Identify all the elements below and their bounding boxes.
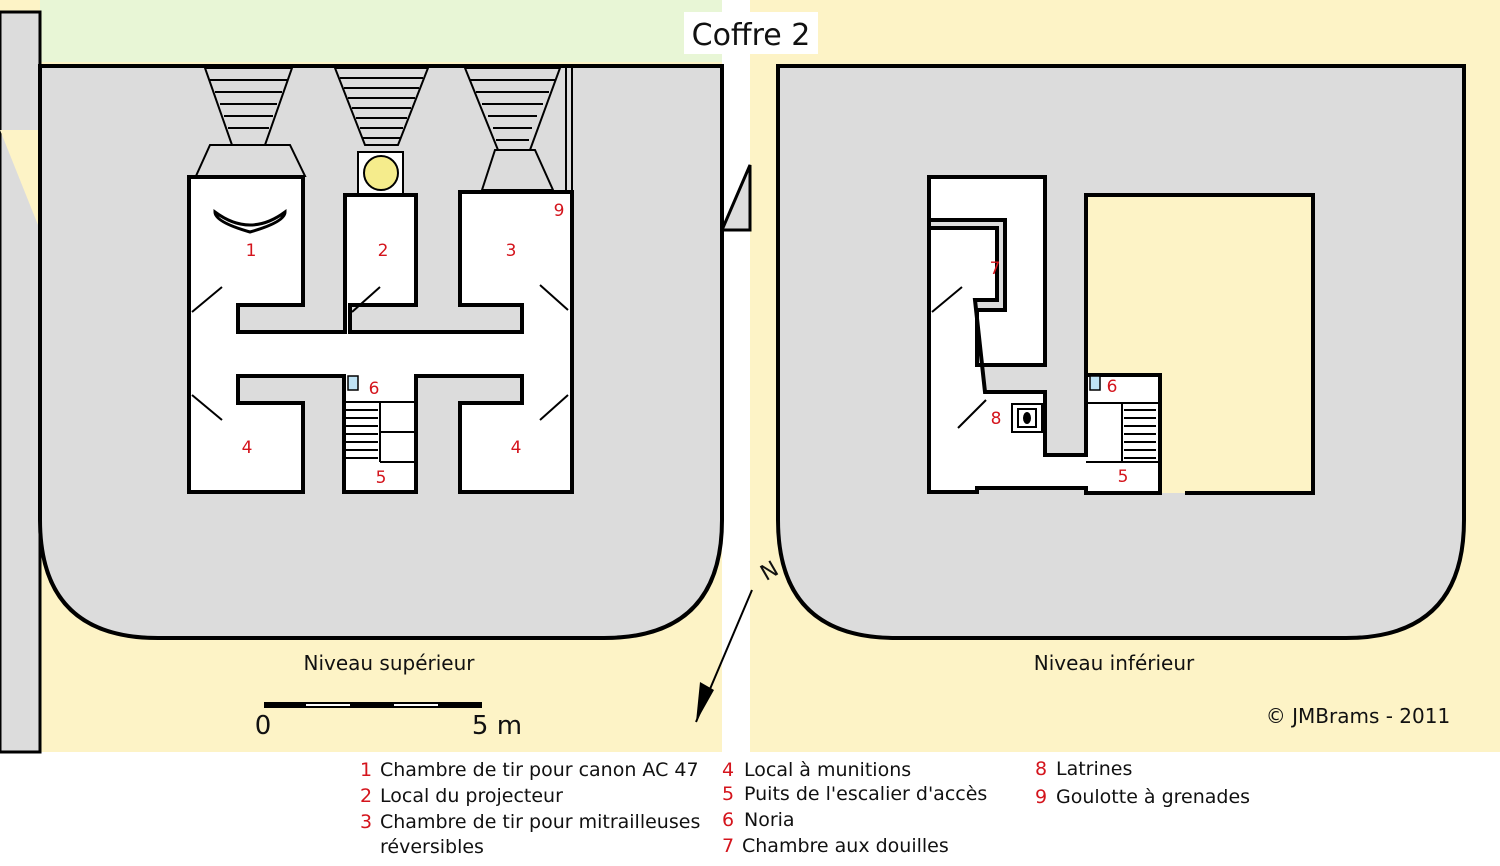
room-number-6-lower: 6 [1107, 377, 1118, 397]
stairs-upper [344, 401, 416, 463]
door-swings-lower [931, 286, 987, 429]
noria-shaft-upper [347, 375, 359, 391]
door-swings-upper [191, 284, 569, 421]
upper-rooms [187, 175, 574, 494]
room-number-1: 1 [246, 241, 257, 261]
title-box [684, 12, 818, 54]
embrasure-3 [463, 67, 573, 192]
lower-level-label: Niveau inférieur [1034, 651, 1195, 675]
room-number-8: 8 [991, 409, 1002, 429]
gun-rail [213, 209, 287, 234]
credit: © JMBrams - 2011 [1266, 704, 1450, 728]
scale-start: 0 [255, 711, 272, 741]
earth-fill-outline [1084, 193, 1315, 495]
room-number-9: 9 [554, 201, 565, 221]
room-number-5-lower: 5 [1118, 467, 1129, 487]
room-number-5: 5 [376, 468, 387, 488]
room-number-3: 3 [506, 241, 517, 261]
lower-rooms [927, 175, 1162, 495]
legend-num-8: 8 [1035, 758, 1047, 780]
legend-label-9: Goulotte à grenades [1056, 786, 1250, 808]
room-number-7: 7 [990, 259, 1001, 279]
neighbour-block [0, 10, 42, 754]
legend-num-2: 2 [360, 785, 372, 807]
legend-label-3b: réversibles [380, 836, 484, 858]
legend-num-4: 4 [722, 759, 734, 781]
legend-num-3: 3 [360, 811, 372, 833]
room-number-2: 2 [378, 241, 389, 261]
separator-strip [722, 0, 750, 752]
legend-num-9: 9 [1035, 786, 1047, 808]
legend-label-3: Chambre de tir pour mitrailleuses [380, 811, 700, 833]
wing-wall-right [719, 164, 752, 232]
legend-num-5: 5 [722, 783, 734, 805]
room-number-6: 6 [369, 379, 380, 399]
ground-area [40, 0, 722, 62]
room-number-4b: 4 [511, 438, 522, 458]
legend-label-7: Chambre aux douilles [742, 835, 949, 857]
legend-label-5: Puits de l'escalier d'accès [744, 783, 987, 805]
legend-label-1: Chambre de tir pour canon AC 47 [380, 759, 699, 781]
room-number-4a: 4 [242, 438, 253, 458]
stairs-lower [1086, 402, 1158, 463]
legend-num-6: 6 [722, 809, 734, 831]
legend-num-7: 7 [722, 835, 734, 857]
upper-level-label: Niveau supérieur [303, 651, 475, 675]
legend-label-8: Latrines [1056, 758, 1132, 780]
legend-label-2: Local du projecteur [380, 785, 563, 807]
diagram-title: Coffre 2 [692, 18, 811, 53]
legend: 1 Chambre de tir pour canon AC 47 2 Loca… [360, 758, 1250, 858]
noria-shaft-lower [1089, 375, 1101, 391]
embrasure-1 [194, 67, 307, 177]
projector-icon [363, 155, 399, 191]
legend-label-4: Local à munitions [744, 759, 911, 781]
scale-end: 5 m [472, 711, 522, 741]
latrine-icon [1011, 403, 1043, 433]
legend-num-1: 1 [360, 759, 372, 781]
wing-cut [0, 130, 40, 230]
scale-bar: 0 5 m [255, 702, 522, 741]
legend-label-6: Noria [744, 809, 795, 831]
